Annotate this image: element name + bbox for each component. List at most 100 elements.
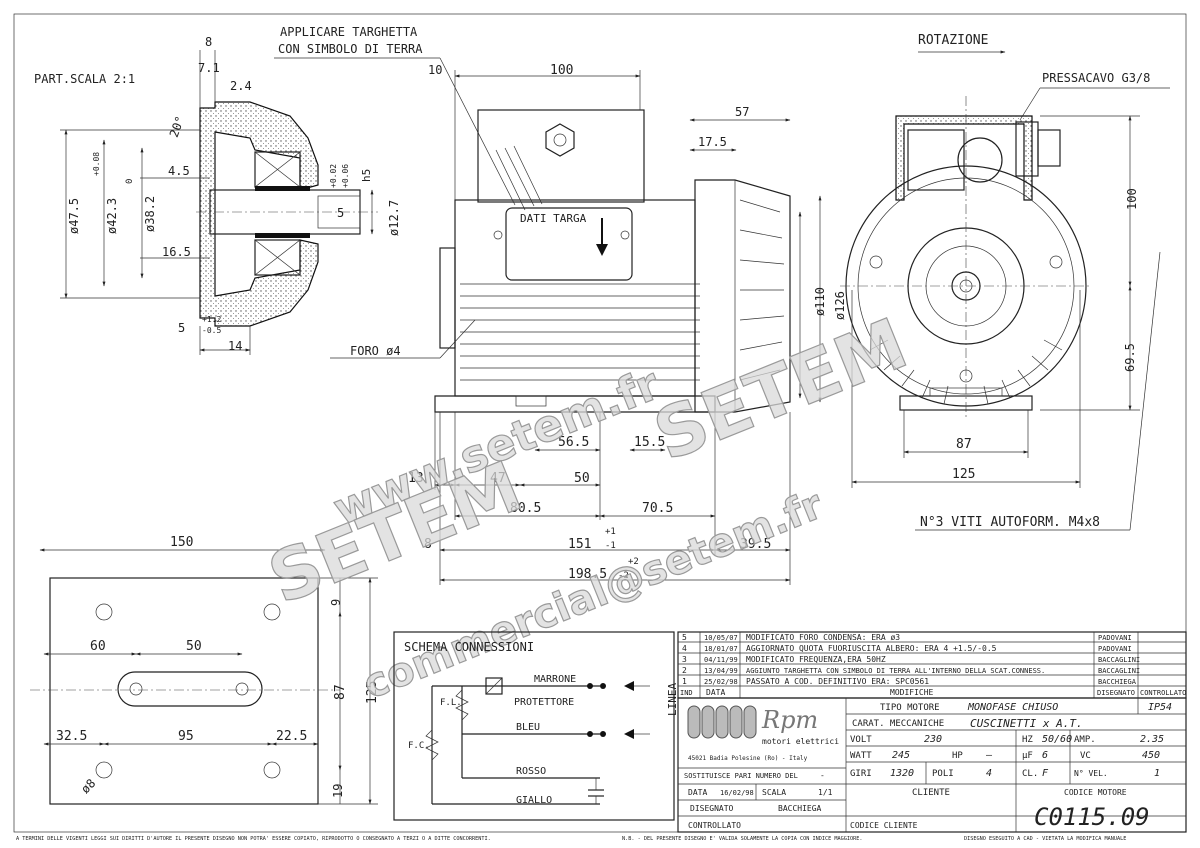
part-dim-tol-006: +0.06 — [341, 164, 350, 188]
logo-text: Rpm — [761, 706, 818, 734]
part-dim-d42-3: ø42.3 — [105, 198, 119, 234]
part-dim-14: 14 — [228, 339, 242, 353]
hp-label: HP — [952, 751, 963, 761]
side-dim-39-5: 39.5 — [740, 537, 771, 552]
base-dim-95: 95 — [178, 729, 194, 744]
side-note-line2: CON SIMBOLO DI TERRA — [278, 42, 423, 56]
amp-value: 2.35 — [1140, 734, 1164, 745]
base-dim-150: 150 — [170, 535, 193, 550]
logo-subtext: motori elettrici — [762, 737, 839, 746]
volt-label: VOLT — [850, 735, 872, 745]
rev-header-controllato: CONTROLLATO — [1140, 689, 1186, 697]
rev2-by: BACCAGLINI — [1098, 667, 1140, 675]
data-value: 16/02/98 — [720, 789, 754, 797]
data-plate-label: DATI TARGA — [520, 212, 587, 225]
rev3-ind: 3 — [682, 655, 687, 664]
screws-note: N°3 VITI AUTOFORM. M4x8 — [920, 515, 1100, 530]
part-dim-5-shaft: 5 — [337, 206, 344, 220]
part-dim-tol-zero: 0 — [125, 179, 135, 184]
part-dim-7-1: 7.1 — [198, 61, 220, 75]
carat-label: CARAT. MECCANICHE — [852, 719, 944, 729]
front-dim-69-5: 69.5 — [1123, 343, 1137, 372]
label-linea: LINEA — [666, 683, 679, 716]
label-fc: F.C. — [408, 741, 430, 751]
controllato-label: CONTROLLATO — [688, 821, 741, 830]
hz-label: HZ — [1022, 735, 1033, 745]
part-dim-tol-plus: +0.08 — [92, 152, 101, 176]
side-dim-47: 47 — [490, 471, 506, 486]
base-dim-9: 9 — [329, 599, 343, 606]
side-dim-17-5: 17.5 — [698, 135, 727, 149]
motor-front-view: ROTAZIONE PRESSACAVO G3/8 1 — [840, 33, 1170, 531]
part-dim-20deg: 20° — [167, 114, 188, 139]
tipo-motore-value: MONOFASE CHIUSO — [967, 702, 1058, 713]
base-dim-125: 125 — [365, 681, 380, 704]
footer-cad: DISEGNO ESEGUITO A CAD - VIETATA LA MODI… — [964, 836, 1126, 842]
disegnato-value: BACCHIEGA — [778, 804, 822, 813]
rev-header-disegnato: DISEGNATO — [1097, 689, 1135, 697]
scala-label: SCALA — [762, 788, 786, 797]
rev5-date: 10/05/07 — [704, 634, 738, 642]
base-dim-d8: ø8 — [78, 776, 98, 796]
side-dim-50: 50 — [574, 471, 590, 486]
part-dim-d12-7: ø12.7 — [387, 200, 401, 236]
uf-label: µF — [1022, 751, 1033, 761]
part-dim-4-5: 4.5 — [168, 164, 190, 178]
side-dim-tol-plus1: +1 — [605, 527, 616, 537]
side-dim-100: 100 — [550, 63, 573, 78]
foot-plate-view: 150 60 50 9 87 125 32.5 95 22.5 ø8 19 — [30, 535, 380, 805]
part-dim-tol-002: +0.02 — [329, 164, 338, 188]
revisions-table: 5 10/05/07 MODIFICATO FORO CONDENSA: ERA… — [677, 631, 1187, 699]
uf-value: 6 — [1042, 750, 1048, 761]
rev1-by: BACCHIEGA — [1098, 678, 1137, 686]
front-dim-125: 125 — [952, 467, 975, 482]
wire-marrone: MARRONE — [534, 674, 576, 685]
sostituisce-label: SOSTITUISCE PARI NUMERO DEL — [684, 772, 798, 780]
rev1-desc: PASSATO A COD. DEFINITIVO ERA: SPC0561 — [746, 677, 929, 686]
connection-schema: SCHEMA CONNESSIONI MARRONE PROTETTORE BL… — [393, 631, 679, 821]
cl-label: CL. — [1022, 769, 1038, 779]
part-detail-view: PART.SCALA 2:1 8 7.1 2.4 20° +0.08 0 ø47… — [34, 35, 401, 355]
rev2-ind: 2 — [682, 666, 687, 675]
codice-cliente-label: CODICE CLIENTE — [850, 821, 918, 830]
codice-motore-label: CODICE MOTORE — [1064, 788, 1127, 797]
ip-rating: IP54 — [1148, 702, 1172, 713]
vc-value: 450 — [1142, 750, 1160, 761]
rotation-label: ROTAZIONE — [918, 33, 988, 48]
label-fl: F.L. — [440, 698, 462, 708]
title-block: Rpm motori elettrici 45021 Badia Polesin… — [677, 697, 1187, 833]
scala-value: 1/1 — [818, 788, 833, 797]
watermark-brand-2: SETEM — [643, 302, 918, 477]
amp-label: AMP. — [1074, 735, 1096, 745]
carat-value: CUSCINETTI x A.T. — [970, 717, 1083, 730]
side-dim-56-5: 56.5 — [558, 435, 589, 450]
footer-nb: N.B. - DEL PRESENTE DISEGNO E' VALIDA SO… — [622, 836, 862, 842]
part-dim-8: 8 — [205, 35, 212, 49]
part-dim-d38-2: ø38.2 — [143, 196, 157, 232]
rev2-date: 13/04/99 — [704, 667, 738, 675]
company-address: 45021 Badia Polesine (Ro) - Italy — [688, 755, 808, 762]
rev1-ind: 1 — [682, 677, 687, 686]
poli-label: POLI — [932, 769, 954, 779]
hz-value: 50/60 — [1042, 734, 1072, 745]
rev-header-ind: IND — [680, 689, 693, 697]
side-note-line1: APPLICARE TARGHETTA — [280, 25, 418, 39]
wire-rosso: ROSSO — [516, 766, 546, 777]
side-dim-8: 8 — [424, 537, 432, 552]
base-dim-60: 60 — [90, 639, 106, 654]
wire-protettore: PROTETTORE — [514, 697, 574, 708]
watt-value: 245 — [892, 750, 910, 761]
side-dim-tol-plus2: +2 — [628, 557, 639, 567]
giri-label: GIRI — [850, 769, 872, 779]
part-dim-h5: h5 — [360, 169, 373, 182]
rpm-logo: Rpm motori elettrici 45021 Badia Polesin… — [687, 705, 839, 762]
tipo-motore-label: TIPO MOTORE — [880, 703, 940, 713]
part-dim-tol-12: +1.2 — [202, 315, 221, 324]
side-dim-13: 13 — [408, 471, 424, 486]
rev5-desc: MODIFICATO FORO CONDENSA: ERA ø3 — [746, 633, 900, 642]
footer-copyright: A TERMINI DELLE VIGENTI LEGGI SUI DIRITT… — [16, 836, 491, 842]
side-dim-d126: ø126 — [833, 291, 847, 320]
nvel-label: N° VEL. — [1074, 769, 1108, 778]
rev3-by: BACCAGLINI — [1098, 656, 1140, 664]
